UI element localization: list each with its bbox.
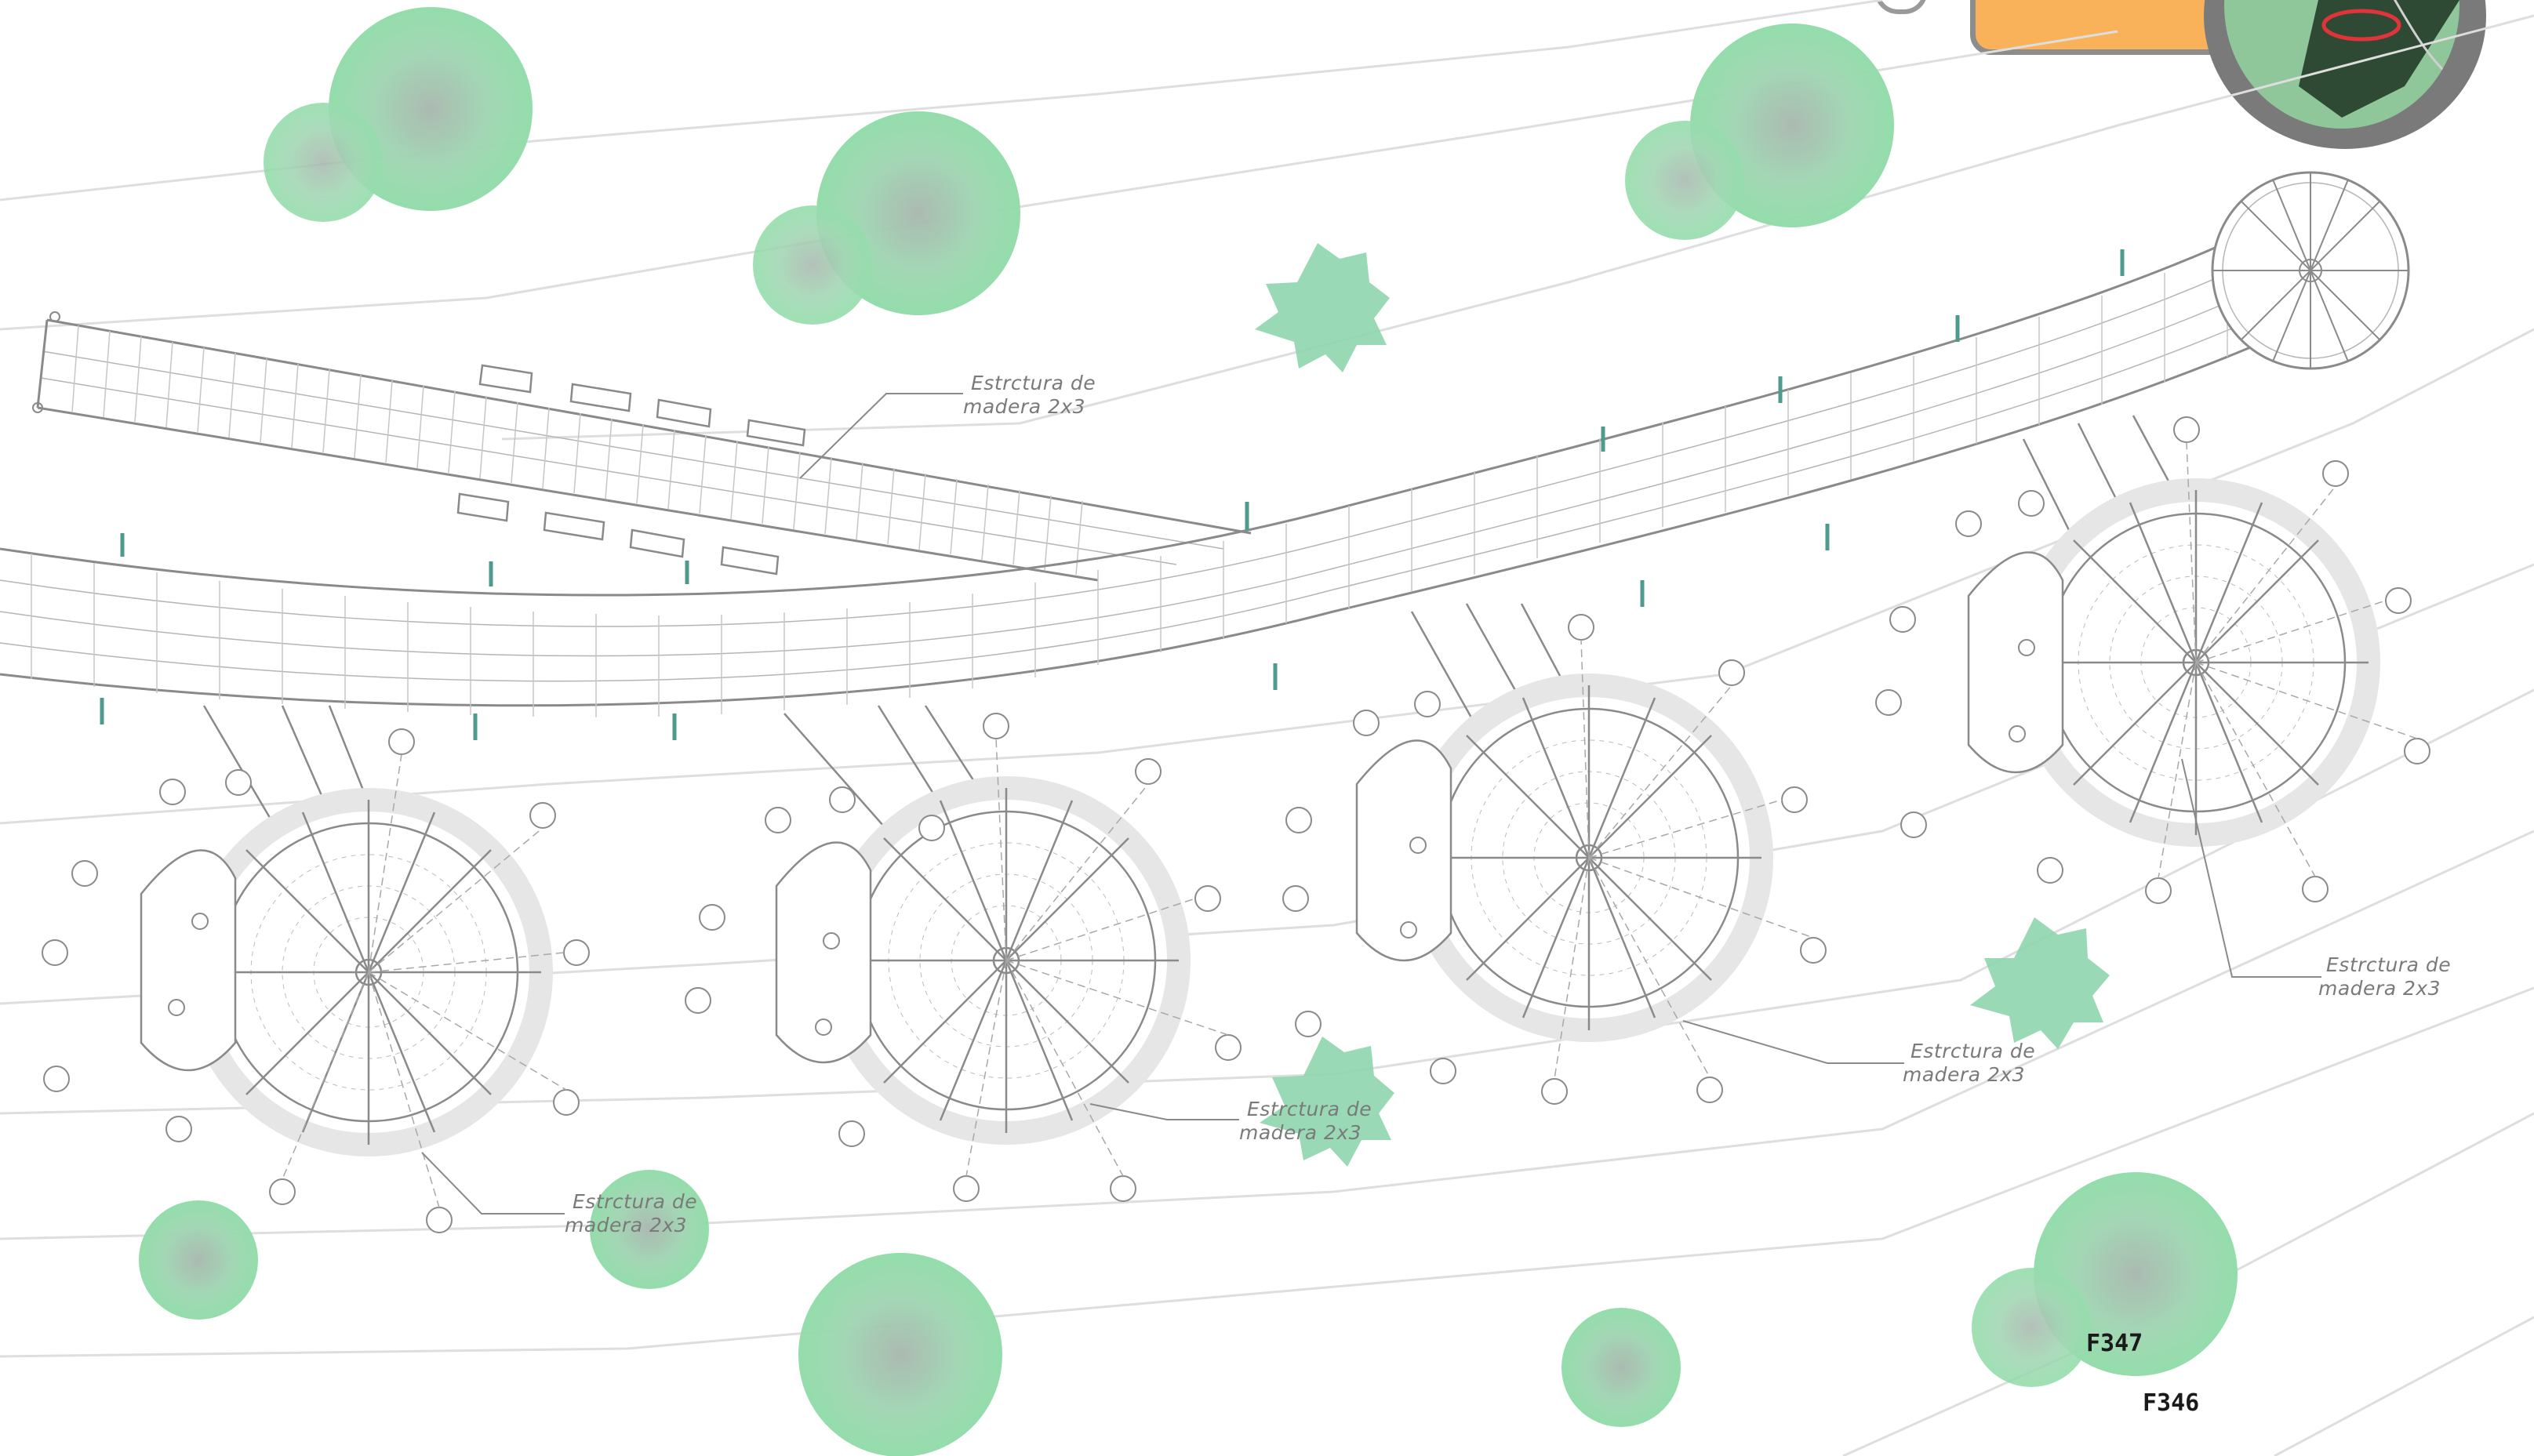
pavilion-1	[140, 788, 553, 1156]
callout-line-2: madera 2x3	[1903, 1063, 2026, 1086]
grid-axis-dash-lines	[282, 441, 2418, 1208]
callout-line-1: Estrctura de	[1910, 1040, 2036, 1062]
end-platform	[2211, 171, 2410, 370]
pavilion-2	[775, 776, 1191, 1145]
callout-line-2: madera 2x3	[1239, 1121, 1362, 1144]
sheet-code-f346: F346	[2143, 1389, 2200, 1417]
pavilion-4	[1967, 478, 2380, 847]
callout-line-2: madera 2x3	[2318, 977, 2441, 1000]
callout-line-1: Estrctura de	[573, 1190, 698, 1213]
callout-line-2: madera 2x3	[963, 395, 1086, 418]
callout-label-4: Estrctura de madera 2x3	[1903, 1040, 2036, 1087]
railing-posts	[100, 249, 2125, 740]
sheet-code-f347: F347	[2086, 1330, 2143, 1357]
grid-axis-bubble-icon-group	[42, 416, 2430, 1233]
callout-label-3: Estrctura de madera 2x3	[1239, 1098, 1372, 1145]
callout-label-5: Estrctura de madera 2x3	[2318, 953, 2452, 1000]
connector-ramps	[202, 415, 2190, 848]
callout-leader-lines	[421, 393, 2321, 1215]
main-boardwalk	[0, 234, 2275, 717]
tree-canopy-icon-group	[139, 7, 2238, 1456]
callout-label-1: Estrctura de madera 2x3	[963, 372, 1096, 419]
shrub-icon-group	[1255, 243, 2110, 1167]
upper-boardwalk	[32, 311, 1252, 582]
callout-line-2: madera 2x3	[565, 1214, 688, 1236]
callout-line-1: Estrctura de	[971, 372, 1096, 394]
callout-label-2: Estrctura de madera 2x3	[565, 1190, 698, 1237]
location-minimap-icon	[2204, 0, 2486, 149]
callout-line-1: Estrctura de	[2326, 953, 2452, 976]
callout-line-1: Estrctura de	[1247, 1098, 1372, 1120]
pavilion-3	[1355, 674, 1773, 1042]
